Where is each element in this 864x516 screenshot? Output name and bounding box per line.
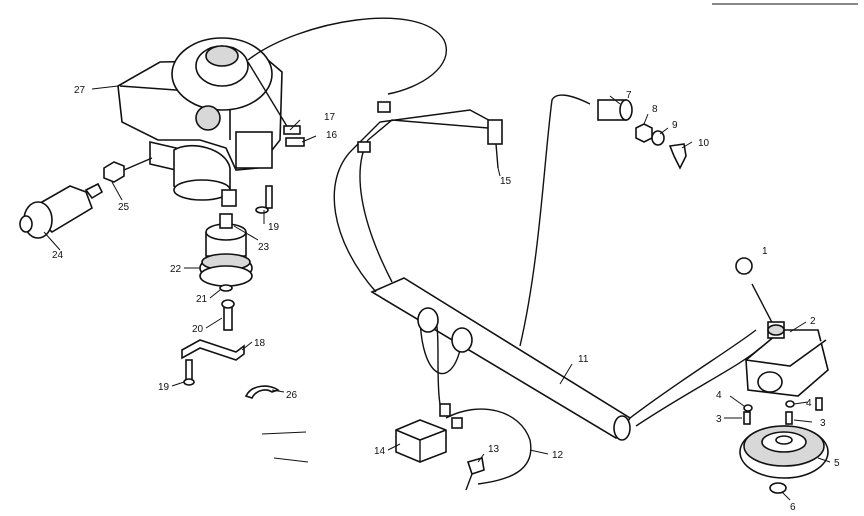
callout-17: 17: [324, 112, 336, 123]
callout-2: 2: [810, 316, 816, 327]
engine-pulley: [199, 213, 253, 292]
engine-assembly: [117, 37, 283, 207]
wire-harness: [333, 94, 761, 441]
nut-8: [635, 123, 653, 143]
reference-line-b: [273, 457, 309, 463]
bolt-19-upper: [255, 185, 273, 214]
callout-3-right: 3: [820, 418, 826, 429]
washer-6: [769, 482, 787, 494]
connector-16-17: [285, 101, 391, 153]
callout-18: 18: [254, 338, 266, 349]
plug-14a: [439, 403, 451, 417]
callout-labels: 27 24 25 23 19 22 21 20 18 19 26 17 16 1…: [52, 85, 840, 513]
bracket-18: [181, 339, 245, 386]
throttle-cable: [247, 17, 447, 135]
callout-12: 12: [552, 450, 564, 461]
spring-clip-26: [244, 385, 280, 399]
washer-4-left: [743, 404, 753, 412]
callout-3-left: 3: [716, 414, 722, 425]
callout-24: 24: [52, 250, 64, 261]
callout-19-upper: 19: [268, 222, 280, 233]
callout-4-right: 4: [806, 398, 812, 409]
callout-22: 22: [170, 264, 182, 275]
callout-25: 25: [118, 202, 130, 213]
callout-14: 14: [374, 446, 386, 457]
bolts-3: [743, 397, 823, 425]
ground-wire: [445, 408, 532, 485]
clutch-assembly: [735, 257, 829, 397]
callout-10: 10: [698, 138, 710, 149]
callout-4-left: 4: [716, 390, 722, 401]
callout-11: 11: [578, 354, 589, 365]
callout-20: 20: [192, 324, 204, 335]
callout-19-lower: 19: [158, 382, 170, 393]
callout-26: 26: [286, 390, 298, 401]
callout-8: 8: [652, 104, 658, 115]
callout-6: 6: [790, 502, 796, 513]
callout-1: 1: [762, 246, 768, 257]
key-10: [668, 143, 687, 170]
callout-5: 5: [834, 458, 840, 469]
callout-15: 15: [500, 176, 512, 187]
callout-9: 9: [672, 120, 678, 131]
regulator: [395, 419, 447, 463]
callout-27: 27: [74, 85, 86, 96]
clutch-pulley: [739, 425, 829, 479]
ignition-switch: [597, 99, 633, 121]
reference-line-a: [261, 431, 307, 435]
callout-7-switch: 7: [626, 90, 632, 101]
washer-9: [651, 130, 665, 146]
leader-lines: [43, 85, 831, 501]
fuel-filter: [19, 182, 104, 239]
callout-13: 13: [488, 444, 500, 455]
screw-13: [465, 456, 485, 491]
plug-14b: [451, 417, 463, 429]
bolt-20: [221, 299, 235, 331]
callout-23: 23: [258, 242, 270, 253]
washer-4-right: [785, 400, 795, 408]
callout-16: 16: [326, 130, 338, 141]
connector-15: [487, 119, 503, 169]
fuel-fitting: [103, 157, 153, 183]
callout-21: 21: [196, 294, 208, 305]
